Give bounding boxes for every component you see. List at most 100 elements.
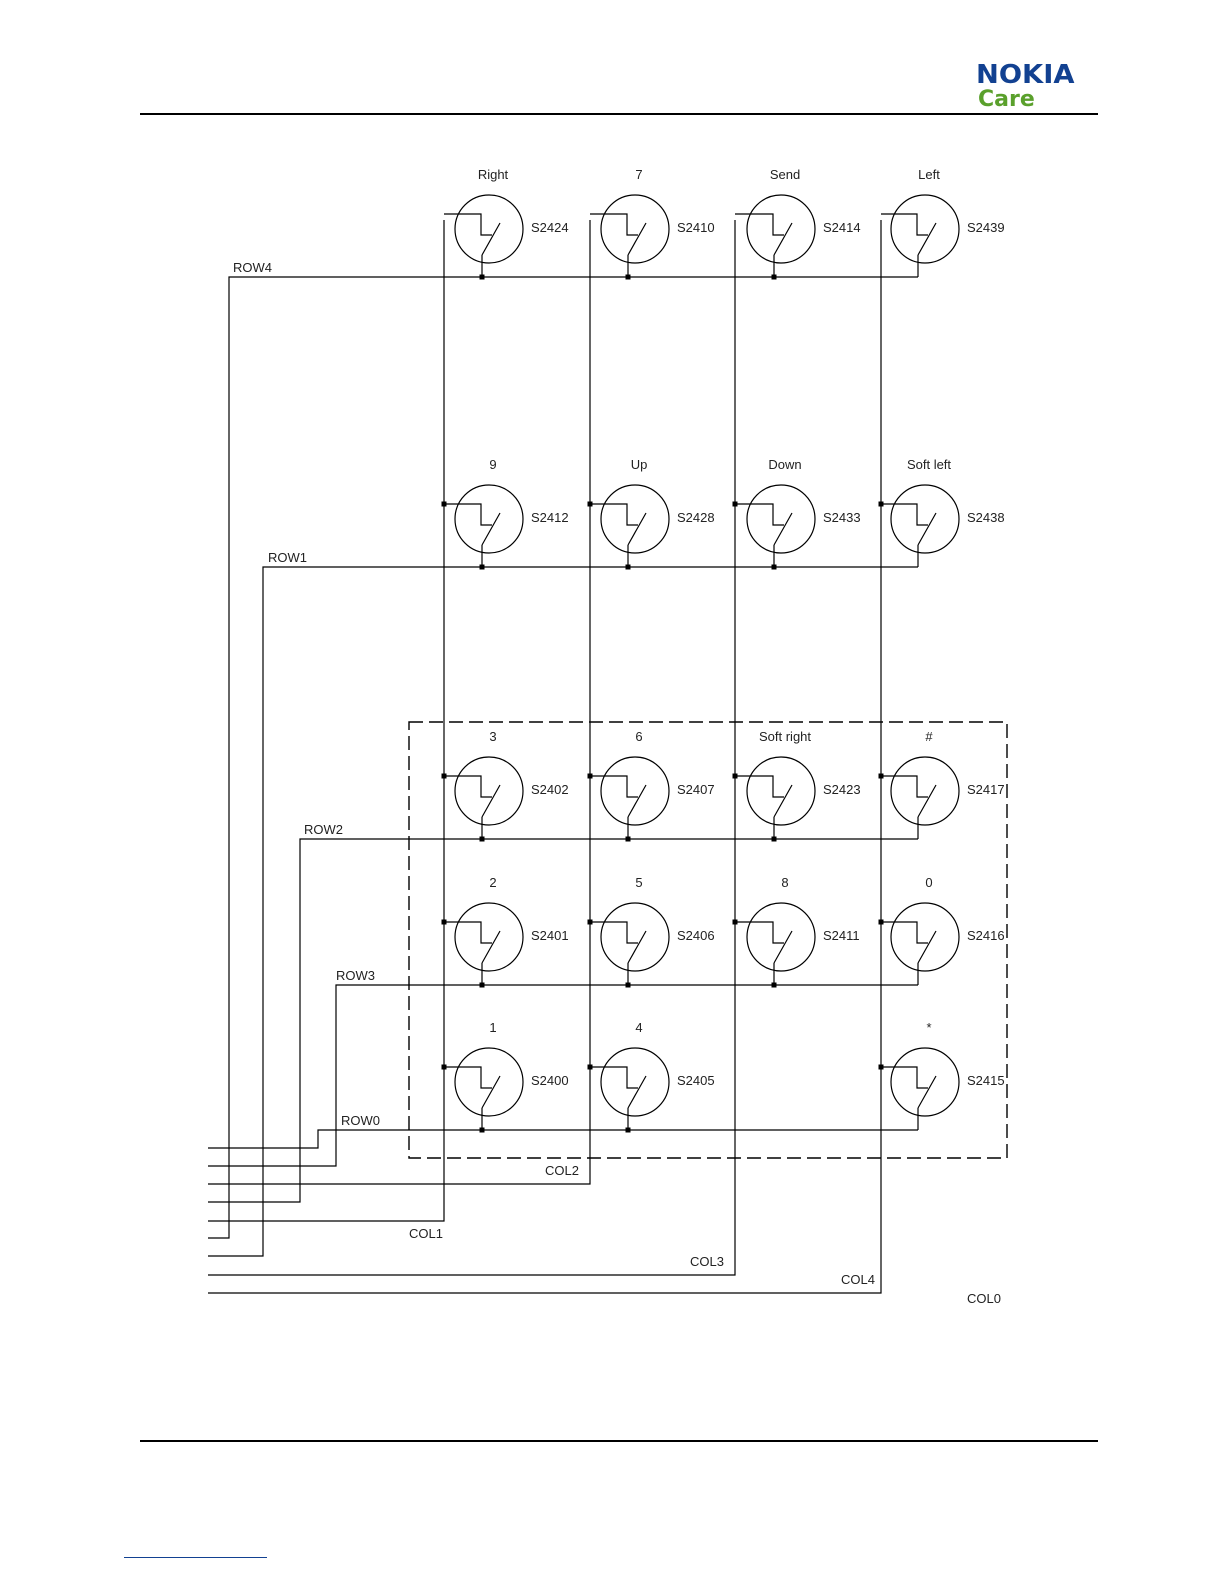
junction-dot bbox=[588, 920, 593, 925]
switch-ref: S2400 bbox=[531, 1073, 569, 1088]
switch-ref: S2433 bbox=[823, 510, 861, 525]
switch-blade bbox=[628, 931, 646, 963]
junction-dot bbox=[480, 1128, 485, 1133]
junction-dot bbox=[588, 1065, 593, 1070]
key-label: 1 bbox=[489, 1020, 496, 1035]
switch-blade bbox=[482, 223, 500, 255]
switch-contact bbox=[590, 1067, 638, 1088]
key-label: 6 bbox=[635, 729, 642, 744]
switch-circle bbox=[455, 195, 523, 263]
switch-blade bbox=[918, 1076, 936, 1108]
switch-blade bbox=[482, 1076, 500, 1108]
switch-contact bbox=[444, 504, 492, 525]
junction-dot bbox=[480, 983, 485, 988]
switch-ref: S2401 bbox=[531, 928, 569, 943]
switch-circle bbox=[747, 903, 815, 971]
key-label: 7 bbox=[635, 167, 642, 182]
switch-circle bbox=[891, 195, 959, 263]
key-label: 5 bbox=[635, 875, 642, 890]
junction-dot bbox=[588, 774, 593, 779]
row2-label: ROW2 bbox=[304, 822, 343, 837]
col2-label: COL2 bbox=[545, 1163, 579, 1178]
switch-circle bbox=[455, 485, 523, 553]
switch-ref: S2416 bbox=[967, 928, 1005, 943]
footer-link-underline bbox=[124, 1557, 267, 1558]
switch-contact bbox=[735, 214, 784, 235]
key-label: Left bbox=[918, 167, 940, 182]
row0-label: ROW0 bbox=[341, 1113, 380, 1128]
switch-circle bbox=[601, 195, 669, 263]
switch-ref: S2417 bbox=[967, 782, 1005, 797]
key-label: 0 bbox=[925, 875, 932, 890]
switch-ref: S2424 bbox=[531, 220, 569, 235]
junction-dot bbox=[626, 1128, 631, 1133]
switch-blade bbox=[482, 513, 500, 545]
switch-ref: S2407 bbox=[677, 782, 715, 797]
junction-dot bbox=[772, 565, 777, 570]
switch-ref: S2439 bbox=[967, 220, 1005, 235]
col1-wire bbox=[208, 220, 444, 1221]
switch-circle bbox=[601, 1048, 669, 1116]
key-label: Soft left bbox=[907, 457, 951, 472]
switch-blade bbox=[918, 785, 936, 817]
col3-wire bbox=[208, 220, 735, 1275]
junction-dot bbox=[879, 502, 884, 507]
row4-wire bbox=[208, 277, 918, 1238]
switch-contact bbox=[881, 1067, 928, 1088]
junction-dot bbox=[626, 565, 631, 570]
switch-ref: S2405 bbox=[677, 1073, 715, 1088]
switch-circle bbox=[891, 485, 959, 553]
junction-dot bbox=[442, 1065, 447, 1070]
junction-dot bbox=[772, 983, 777, 988]
switch-blade bbox=[628, 223, 646, 255]
switch-contact bbox=[735, 504, 784, 525]
junction-dot bbox=[626, 275, 631, 280]
key-label: 9 bbox=[489, 457, 496, 472]
switch-circle bbox=[601, 757, 669, 825]
switch-contact bbox=[590, 214, 638, 235]
junction-dot bbox=[442, 774, 447, 779]
switch-circle bbox=[455, 1048, 523, 1116]
junction-dot bbox=[879, 1065, 884, 1070]
row1-label: ROW1 bbox=[268, 550, 307, 565]
key-label: Up bbox=[631, 457, 648, 472]
switch-blade bbox=[918, 513, 936, 545]
junction-dot bbox=[626, 983, 631, 988]
junction-dot bbox=[480, 275, 485, 280]
switch-ref: S2402 bbox=[531, 782, 569, 797]
junction-dot bbox=[879, 774, 884, 779]
switch-blade bbox=[482, 785, 500, 817]
key-label: 3 bbox=[489, 729, 496, 744]
key-label: Soft right bbox=[759, 729, 811, 744]
switch-circle bbox=[455, 903, 523, 971]
switch-ref: S2423 bbox=[823, 782, 861, 797]
junction-dot bbox=[442, 920, 447, 925]
junction-dot bbox=[442, 502, 447, 507]
key-label: 4 bbox=[635, 1020, 642, 1035]
junction-dot bbox=[733, 774, 738, 779]
switch-blade bbox=[918, 223, 936, 255]
key-label: * bbox=[926, 1020, 931, 1035]
row1-wire bbox=[208, 567, 918, 1256]
switch-contact bbox=[444, 776, 492, 797]
junction-dot bbox=[626, 837, 631, 842]
switch-contact bbox=[735, 922, 784, 943]
switch-circle bbox=[601, 485, 669, 553]
switch-contact bbox=[590, 504, 638, 525]
switch-blade bbox=[628, 1076, 646, 1108]
switch-contact bbox=[590, 776, 638, 797]
junction-dot bbox=[733, 920, 738, 925]
switch-contact bbox=[881, 214, 928, 235]
switch-ref: S2412 bbox=[531, 510, 569, 525]
key-label: Down bbox=[768, 457, 801, 472]
key-label: Send bbox=[770, 167, 800, 182]
switch-blade bbox=[774, 223, 792, 255]
col1-label: COL1 bbox=[409, 1226, 443, 1241]
switch-ref: S2428 bbox=[677, 510, 715, 525]
switch-circle bbox=[455, 757, 523, 825]
switch-blade bbox=[774, 513, 792, 545]
col2-wire bbox=[208, 220, 590, 1184]
switch-circle bbox=[601, 903, 669, 971]
row0-wire bbox=[208, 1130, 918, 1148]
switch-ref: S2410 bbox=[677, 220, 715, 235]
